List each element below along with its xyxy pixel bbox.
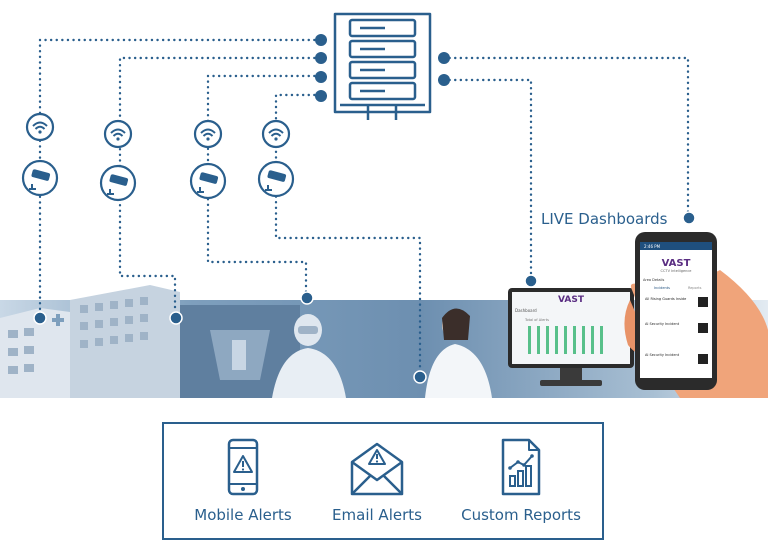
live-dashboards-label: LIVE Dashboards: [541, 210, 668, 228]
phone-tab-reports[interactable]: Reports: [688, 286, 702, 290]
connection-lines: [38, 38, 690, 380]
mobile-alert-icon: [227, 438, 259, 496]
phone-tagline: CCTV Intelligence: [661, 269, 692, 273]
staff-protective-suit: [272, 314, 346, 398]
hand-holding-phone: 2:46 PM VAST CCTV Intelligence Area Deta…: [624, 232, 768, 398]
monitor-brand: VAST: [558, 295, 585, 305]
monitor-panel-title: Total of Alerts: [524, 318, 549, 322]
monitor-bars: [528, 326, 603, 354]
cctv-camera-icon: [21, 159, 295, 202]
dashboard-monitor: VAST Dashboard Total of Alerts: [508, 288, 634, 386]
phone-tab-incidents[interactable]: Incidents: [654, 286, 670, 290]
nurse: [425, 308, 492, 398]
mobile-alerts-item: Mobile Alerts: [188, 438, 298, 524]
phone-brand: VAST: [662, 258, 691, 269]
phone-list: All Rising Guards Inside AI Security Inc…: [645, 297, 708, 364]
email-alerts-item: Email Alerts: [322, 438, 432, 524]
hospital-corridor: [180, 305, 300, 398]
alerts-panel: Mobile Alerts Email Alerts Custom Report…: [162, 422, 604, 540]
report-chart-icon: [501, 438, 541, 496]
email-alert-icon: [350, 442, 404, 496]
mobile-alerts-label: Mobile Alerts: [194, 506, 292, 524]
phone-time: 2:46 PM: [644, 244, 661, 249]
custom-reports-label: Custom Reports: [461, 506, 581, 524]
connection-nodes: [33, 34, 696, 384]
server-rack-icon: [333, 12, 432, 120]
phone-item-1[interactable]: All Rising Guards Inside: [645, 297, 686, 301]
email-alerts-label: Email Alerts: [332, 506, 422, 524]
monitor-subtitle: Dashboard: [515, 308, 537, 313]
phone-item-2[interactable]: AI Security Incident: [645, 322, 680, 326]
custom-reports-item: Custom Reports: [456, 438, 586, 524]
wifi-icon: [25, 112, 291, 149]
phone-item-3[interactable]: AI Security Incident: [645, 353, 680, 357]
hospital-building: [0, 285, 180, 398]
phone-site: Area Details: [643, 278, 664, 282]
